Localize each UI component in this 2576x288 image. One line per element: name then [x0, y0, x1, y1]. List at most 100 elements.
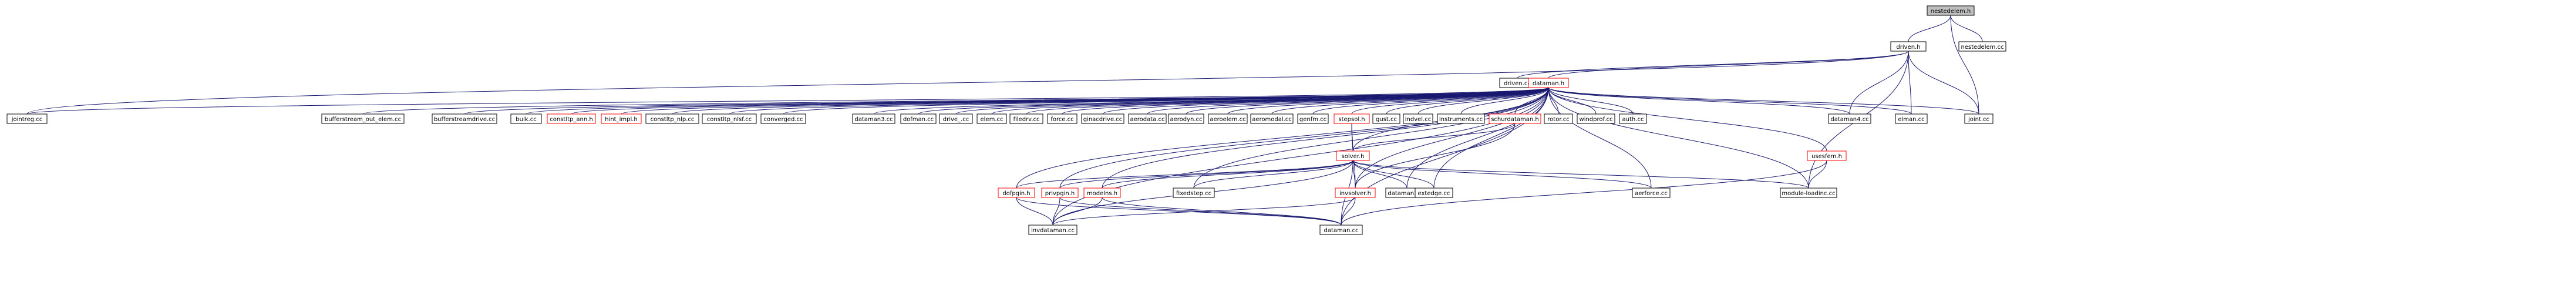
node-fixedstep-cc[interactable]: fixedstep.cc	[1173, 187, 1215, 198]
node-dofman-cc[interactable]: dofman.cc	[900, 113, 937, 124]
node-aerforce-cc[interactable]: aerforce.cc	[1632, 187, 1671, 198]
edge-privpgin_h-dataman_cc	[1057, 193, 1342, 226]
node-constltp-nlp-cc[interactable]: constltp_nlp.cc	[645, 113, 699, 124]
node-box	[510, 113, 542, 124]
node-extedge-cc[interactable]: extedge.cc	[1415, 187, 1453, 198]
node-dofpgin-h[interactable]: dofpgin.h	[998, 187, 1035, 198]
node-box	[900, 113, 937, 124]
node-stepsol-h[interactable]: stepsol.h	[1334, 113, 1370, 124]
node-invdataman-cc[interactable]: invdataman.cc	[1028, 225, 1077, 235]
node-jointreg-cc[interactable]: jointreg.cc	[6, 113, 48, 124]
node-drive--cc[interactable]: drive_.cc	[939, 113, 973, 124]
node-box	[1041, 187, 1079, 198]
edge-dataman_h-dataman_cc	[1341, 83, 1551, 226]
edge-nestedelem_h-joint_cc	[1948, 11, 1979, 115]
node-box	[1372, 113, 1400, 124]
node-rotor-cc[interactable]: rotor.cc	[1544, 113, 1573, 124]
node-filedrv-cc[interactable]: filedrv.cc	[1009, 113, 1043, 124]
node-dataman-cc[interactable]: dataman.cc	[1319, 225, 1363, 235]
edge-driven_h-dataman_h	[1548, 46, 1911, 79]
node-dataman-h[interactable]: dataman.h	[1528, 78, 1569, 88]
node-gust-cc[interactable]: gust.cc	[1372, 113, 1400, 124]
node-usesfem-h[interactable]: usesfem.h	[1807, 150, 1847, 161]
node-aeromodal-cc[interactable]: aeromodal.cc	[1250, 113, 1294, 124]
node-solver-h[interactable]: solver.h	[1336, 150, 1370, 161]
node-box	[939, 113, 973, 124]
node-box	[1895, 113, 1928, 124]
node-module-loadinc-cc[interactable]: module-loadinc.cc	[1780, 187, 1837, 198]
node-box	[1047, 113, 1077, 124]
node-genfm-cc[interactable]: genfm.cc	[1297, 113, 1329, 124]
edge-driven_h-driven_cc	[1517, 46, 1911, 79]
edge-solver_h-aerforce_cc	[1350, 156, 1652, 189]
node-label: hint_impl.h	[605, 116, 638, 123]
node-box	[1334, 113, 1370, 124]
edge-solver_h-dataman2_cc	[1350, 156, 1407, 189]
node-aeroelem-cc[interactable]: aeroelem.cc	[1208, 113, 1248, 124]
node-dataman4-cc[interactable]: dataman4.cc	[1828, 113, 1871, 124]
node-label: dofpgin.h	[1002, 190, 1030, 197]
node-box	[1403, 113, 1433, 124]
node-box	[998, 187, 1035, 198]
node-elman-cc[interactable]: elman.cc	[1895, 113, 1928, 124]
node-box	[1009, 113, 1043, 124]
node-label: genfm.cc	[1299, 116, 1326, 123]
node-auth-cc[interactable]: auth.cc	[1619, 113, 1647, 124]
node-box	[1619, 113, 1647, 124]
node-privpgin-h[interactable]: privpgin.h	[1041, 187, 1079, 198]
edge-schurdataman_h-solver_h	[1352, 119, 1518, 152]
node-label: windprof.cc	[1580, 116, 1613, 123]
node-buffstream-out-elem-cc[interactable]: bufferstream_out_elem.cc	[321, 113, 405, 124]
node-label: jointreg.cc	[11, 116, 43, 123]
node-instruments-cc[interactable]: instruments.cc	[1437, 113, 1485, 124]
node-windprof-cc[interactable]: windprof.cc	[1577, 113, 1615, 124]
node-joint-cc[interactable]: joint.cc	[1964, 113, 1994, 124]
node-aerodata-cc[interactable]: aerodata.cc	[1128, 113, 1167, 124]
node-bufferstreamdrive-cc[interactable]: bufferstreamdrive.cc	[432, 113, 497, 124]
node-box	[1964, 113, 1994, 124]
node-box	[6, 113, 48, 124]
edge-dataman_h-elman_cc	[1545, 83, 1912, 115]
node-box	[1250, 113, 1294, 124]
node-label: constltp_nlp.cc	[651, 116, 695, 123]
node-constltp-ann-h[interactable]: constltp_ann.h	[547, 113, 596, 124]
node-label: drive_.cc	[943, 116, 969, 123]
node-elem-cc[interactable]: elem.cc	[976, 113, 1007, 124]
node-box	[1577, 113, 1615, 124]
node-constltp-nlsf-cc[interactable]: constltp_nlsf.cc	[702, 113, 757, 124]
node-label: modelns.h	[1087, 190, 1117, 197]
node-box	[1335, 187, 1376, 198]
node-bulk-cc[interactable]: bulk.cc	[510, 113, 542, 124]
node-label: elman.cc	[1898, 116, 1924, 123]
node-converged-cc[interactable]: converged.cc	[760, 113, 806, 124]
node-label: joint.cc	[1968, 116, 1989, 123]
node-box	[1319, 225, 1363, 235]
node-box	[1336, 150, 1370, 161]
node-box	[976, 113, 1007, 124]
node-dataman3-cc[interactable]: dataman3.cc	[852, 113, 895, 124]
node-box	[1544, 113, 1573, 124]
node-aerodyn-cc[interactable]: aerodyn.cc	[1168, 113, 1204, 124]
node-indvel-cc[interactable]: indvel.cc	[1403, 113, 1433, 124]
edge-dataman_h-dataman2_cc	[1406, 83, 1551, 189]
node-box	[1528, 78, 1569, 88]
node-box	[645, 113, 699, 124]
node-label: dataman3.cc	[854, 116, 893, 123]
edge-dataman_h-gust_cc	[1386, 83, 1551, 115]
node-ginacdrive-cc[interactable]: ginacdrive.cc	[1081, 113, 1124, 124]
node-force-cc[interactable]: force.cc	[1047, 113, 1077, 124]
node-modelns-h[interactable]: modelns.h	[1083, 187, 1121, 198]
node-label: dataman.h	[1533, 81, 1564, 87]
node-driven-h[interactable]: driven.h	[1890, 41, 1927, 52]
node-invsolver-h[interactable]: invsolver.h	[1335, 187, 1376, 198]
node-nestedelem-cc[interactable]: nestedelem.cc	[1958, 41, 2006, 52]
node-schurdataman-h[interactable]: schurdataman.h	[1489, 113, 1541, 124]
edge-layer	[26, 11, 1983, 226]
edge-dataman_h-usesfem_h	[1545, 83, 1827, 152]
node-label: aeroelem.cc	[1210, 116, 1245, 123]
node-hint-impl-h[interactable]: hint_impl.h	[601, 113, 642, 124]
edge-solver_h-extedge_cc	[1350, 156, 1435, 189]
node-box	[1083, 187, 1121, 198]
